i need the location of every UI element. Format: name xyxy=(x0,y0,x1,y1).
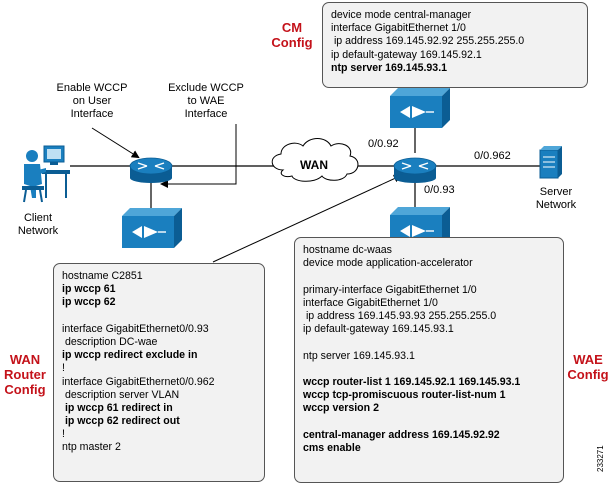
config-line: ntp server 169.145.93.1 xyxy=(303,349,415,362)
config-line: ip wccp 62 xyxy=(62,296,116,309)
config-line: ip wccp 61 xyxy=(62,283,116,296)
server-network-label: Server Network xyxy=(535,186,577,211)
server-icon xyxy=(539,146,562,179)
interface-label-092: 0/0.92 xyxy=(368,138,399,150)
config-line: device mode central-manager xyxy=(331,9,472,21)
config-line xyxy=(303,415,555,428)
client-workstation-icon xyxy=(22,145,70,203)
config-line: ip address 169.145.92.92 255.255.255.0 xyxy=(331,35,525,48)
config-line: interface GigabitEthernet0/0.93 xyxy=(62,322,209,335)
config-line: central-manager address 169.145.92.92 xyxy=(303,428,500,441)
callout-arrows xyxy=(91,124,402,263)
config-line: description server VLAN xyxy=(62,388,180,401)
config-line: description DC-wae xyxy=(62,335,158,348)
config-line: primary-interface GigabitEthernet 1/0 xyxy=(303,283,477,296)
wan-cloud-label: WAN xyxy=(300,158,328,172)
config-line: ip wccp redirect exclude in xyxy=(62,349,198,362)
dc-router-icon xyxy=(393,157,437,183)
config-line xyxy=(303,363,555,376)
enable-wccp-arrow xyxy=(91,127,140,159)
config-line xyxy=(303,270,555,283)
config-line: ntp server 169.145.93.1 xyxy=(331,61,448,74)
cm-wae-icon xyxy=(390,88,450,128)
config-line: ! xyxy=(62,428,65,441)
config-line: hostname C2851 xyxy=(62,270,143,282)
config-line: device mode application-accelerator xyxy=(303,257,473,270)
config-line: ip default-gateway 169.145.92.1 xyxy=(331,48,482,61)
config-line: hostname dc-waas xyxy=(303,244,392,256)
wae-config-title: WAE Config xyxy=(567,352,609,382)
config-line xyxy=(303,336,555,349)
config-line: wccp version 2 xyxy=(303,402,379,415)
branch-router-icon xyxy=(129,157,173,183)
config-line: interface GigabitEthernet 1/0 xyxy=(303,296,438,309)
wan-config-arrow xyxy=(212,174,402,263)
wan-router-config-title: WAN Router Config xyxy=(4,352,46,397)
interface-label-093: 0/0.93 xyxy=(424,184,455,196)
branch-wae-icon xyxy=(122,208,182,248)
client-network-label: Client Network xyxy=(17,212,59,237)
config-line: wccp router-list 1 169.145.92.1 169.145.… xyxy=(303,375,521,388)
wan-cloud xyxy=(271,138,359,182)
config-line: cms enable xyxy=(303,441,361,454)
exclude-wccp-callout: Exclude WCCP to WAE Interface xyxy=(168,82,244,120)
config-line: ntp master 2 xyxy=(62,441,121,454)
config-line: interface GigabitEthernet0/0.962 xyxy=(62,375,215,388)
config-line: ! xyxy=(62,362,65,375)
config-line xyxy=(62,310,256,323)
config-line: interface GigabitEthernet 1/0 xyxy=(331,22,466,35)
config-line: ip wccp 61 redirect in xyxy=(62,401,173,414)
interface-label-0962: 0/0.962 xyxy=(474,150,511,162)
enable-wccp-callout: Enable WCCP on User Interface xyxy=(56,82,128,120)
cm-config-title: CM Config xyxy=(271,20,313,50)
config-line: ip default-gateway 169.145.93.1 xyxy=(303,323,454,336)
config-line: wccp tcp-promiscuous router-list-num 1 xyxy=(303,389,506,402)
exclude-wccp-arrow xyxy=(160,124,237,188)
config-line: ip wccp 62 redirect out xyxy=(62,415,180,428)
config-line: ip address 169.145.93.93 255.255.255.0 xyxy=(303,309,497,322)
figure-number: 233271 xyxy=(596,445,605,472)
